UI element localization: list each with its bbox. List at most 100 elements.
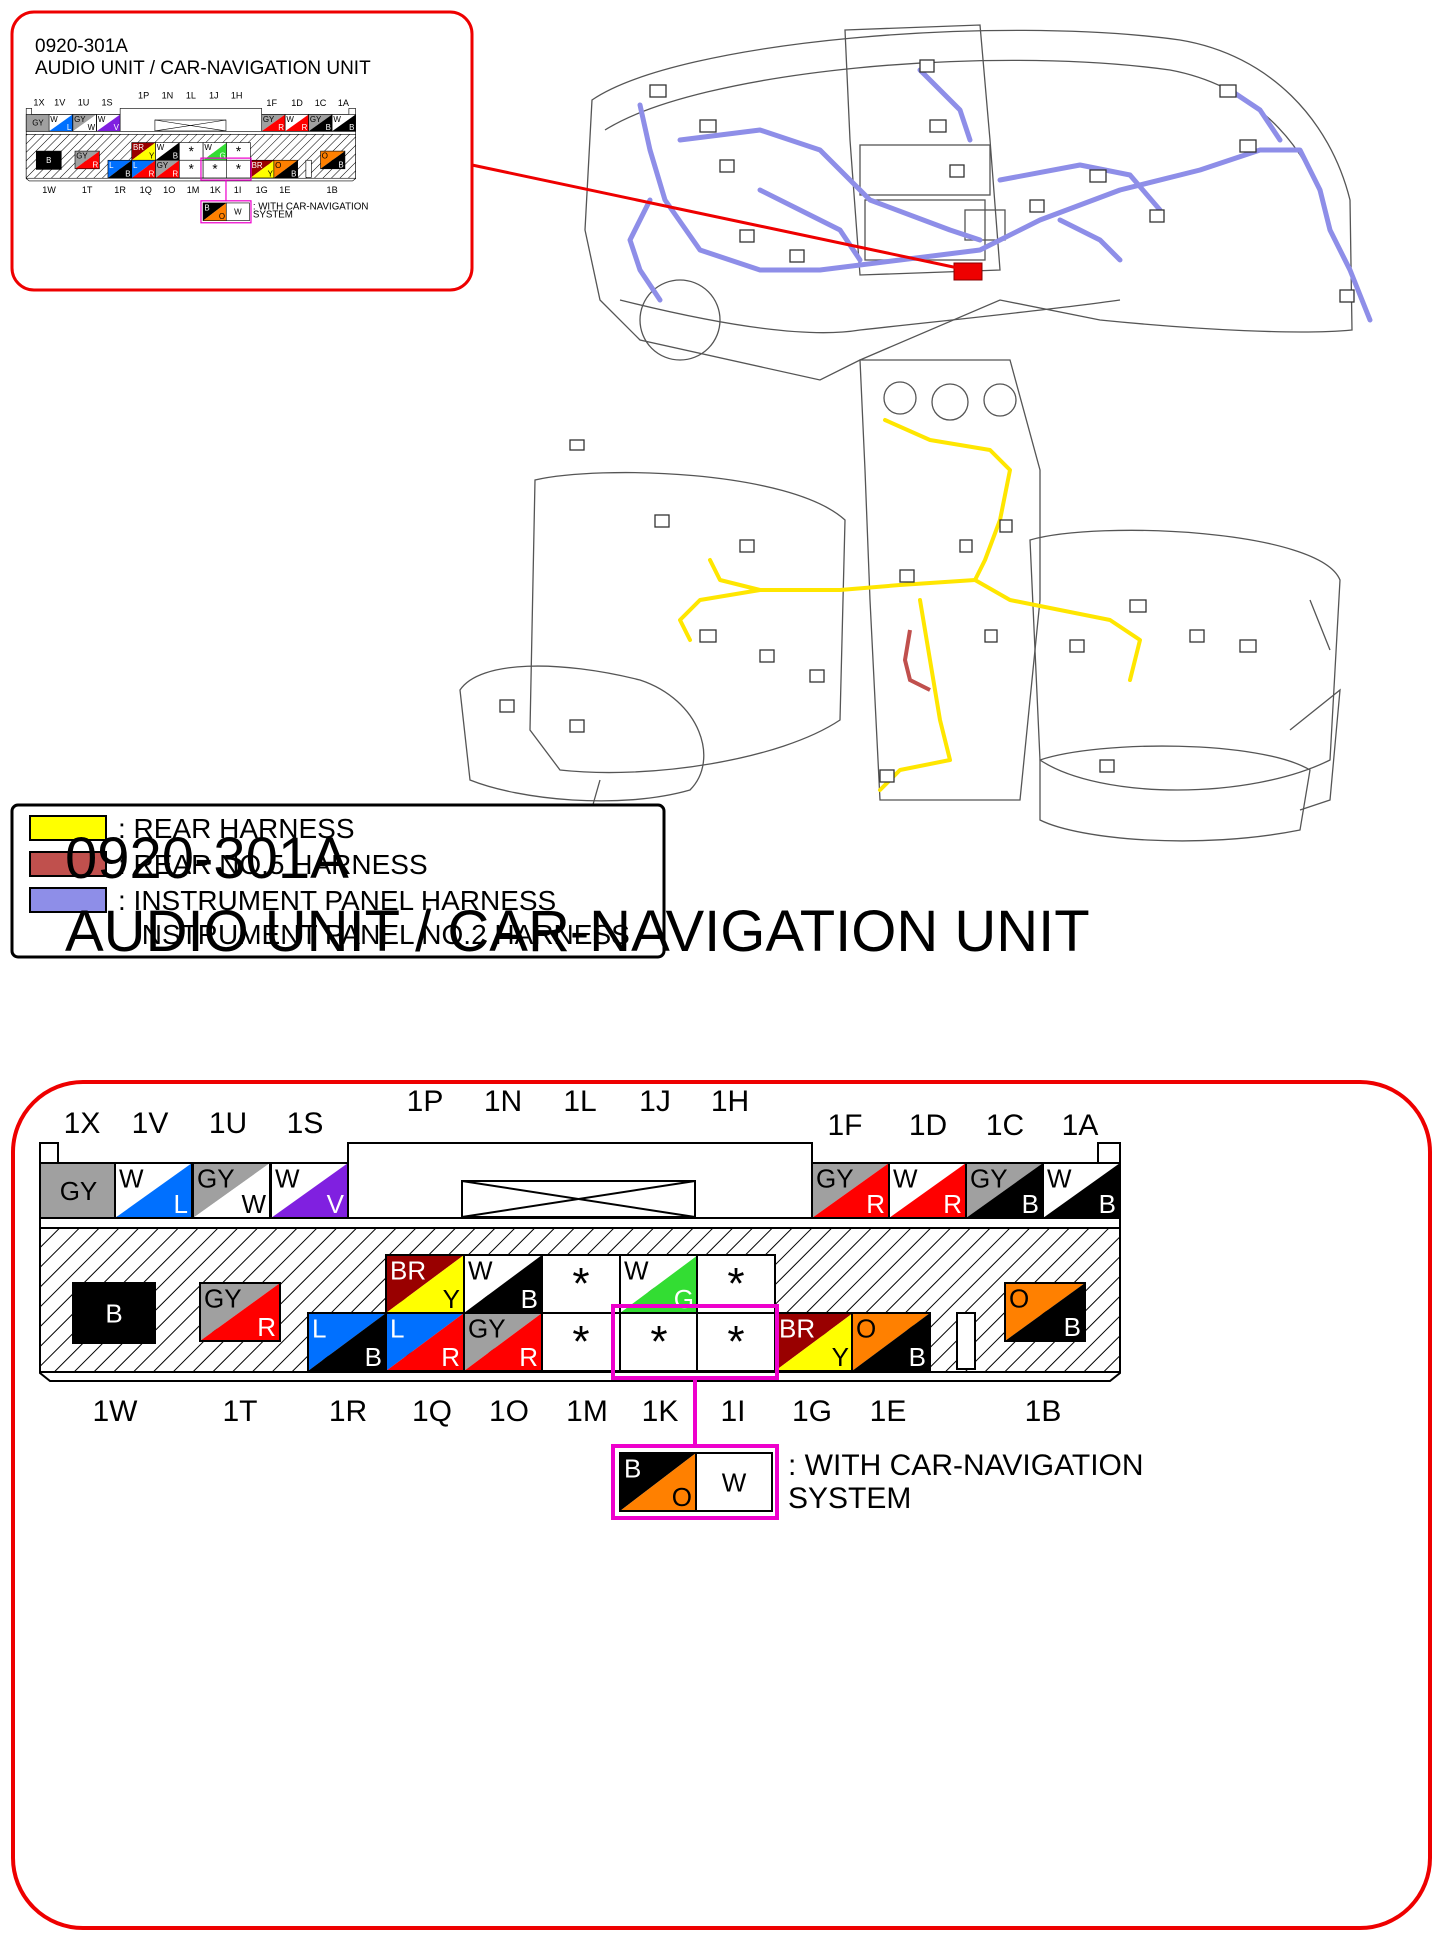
- pin-label-top-1l: 1L: [186, 91, 196, 101]
- connector-name-small: AUDIO UNIT / CAR-NAVIGATION UNIT: [35, 58, 371, 79]
- pin-1o: GYR: [463, 1312, 543, 1372]
- pin-label-top-1c: 1C: [986, 1109, 1024, 1142]
- pin-main-color: W: [893, 1164, 918, 1194]
- pin-1k: *: [202, 159, 228, 179]
- pin-label-bottom-1q: 1Q: [412, 1395, 452, 1428]
- pin-stripe-color: B: [173, 152, 178, 161]
- pin-1w: B: [72, 1282, 156, 1344]
- pin-label-top-1a: 1A: [1062, 1109, 1099, 1142]
- pin-1f: GYR: [261, 114, 286, 132]
- pin-1q: LR: [385, 1312, 465, 1372]
- pin-1d: WR: [888, 1162, 967, 1219]
- pin-1r: LB: [307, 1312, 387, 1372]
- pin-main-color: B: [624, 1454, 641, 1484]
- pin-stripe-color: V: [114, 123, 120, 132]
- pin-asterisk: *: [727, 1259, 744, 1308]
- pin-label-bottom-1r: 1R: [329, 1395, 367, 1428]
- pin-main-color: GY: [197, 1164, 235, 1194]
- pin-label-top-1s: 1S: [287, 1107, 324, 1140]
- pin-main-color: W: [204, 143, 212, 152]
- pin-stripe-color: R: [92, 160, 98, 169]
- pin-label-top-1c: 1C: [315, 98, 327, 108]
- pin-1u: GYW: [72, 114, 97, 132]
- legend-label: INSTRUMENT PANEL NO.2 HARNESS: [134, 919, 630, 950]
- instrument-panel-harness-wiring: [627, 67, 1373, 323]
- pin-1g: BRY: [250, 159, 275, 178]
- pin-1b: OB: [1004, 1282, 1086, 1342]
- pin-asterisk: *: [212, 161, 218, 176]
- pin-stripe-color: R: [302, 123, 308, 132]
- pin-stripe-color: O: [672, 1482, 692, 1512]
- legend-label: : REAR HARNESS: [118, 813, 355, 844]
- legend-swatch: [29, 815, 107, 841]
- pin-1i: *: [226, 159, 251, 179]
- pin-upper-row-0: BRY: [131, 142, 156, 161]
- pin-label-top-1j: 1J: [209, 91, 219, 101]
- pin-asterisk: *: [727, 1317, 744, 1366]
- pin-main-color: W: [50, 115, 58, 124]
- pin-main-color: W: [275, 1164, 300, 1194]
- pin-1b: OB: [320, 150, 346, 169]
- pin-stripe-color: G: [674, 1284, 694, 1314]
- pin-label-top-1j: 1J: [639, 1085, 671, 1118]
- pin-label-top-1s: 1S: [101, 97, 112, 107]
- pin-label-bottom-1g: 1G: [792, 1395, 832, 1428]
- pin-stripe-color: B: [326, 123, 331, 132]
- pin-stripe-color: B: [521, 1284, 538, 1314]
- pin-label-bottom-1g: 1G: [256, 185, 268, 195]
- pin-label-top-1x: 1X: [33, 97, 44, 107]
- pin-stripe-color: R: [257, 1312, 276, 1342]
- pin-label-top-1n: 1N: [484, 1085, 522, 1118]
- pin-main-color: L: [312, 1314, 326, 1344]
- pin-1f: GYR: [811, 1162, 890, 1219]
- pin-label-bottom-1w: 1W: [42, 185, 56, 195]
- pin-color-code: W: [234, 208, 242, 217]
- pin-stripe-color: B: [1099, 1189, 1116, 1219]
- nav-pin-b-o: BO: [202, 202, 227, 221]
- pin-1o: GYR: [155, 159, 180, 178]
- pin-stripe-color: G: [219, 152, 225, 161]
- pin-label-top-1f: 1F: [266, 98, 277, 108]
- pin-label-top-1h: 1H: [711, 1085, 749, 1118]
- pin-stripe-color: L: [174, 1189, 188, 1219]
- pin-main-color: BR: [390, 1256, 426, 1286]
- pin-1e: OB: [273, 159, 298, 178]
- pin-label-top-1n: 1N: [162, 91, 174, 101]
- legend-label: : REAR NO.5 HARNESS: [118, 849, 428, 880]
- pin-stripe-color: V: [327, 1189, 345, 1219]
- pin-label-top-1v: 1V: [132, 1107, 169, 1140]
- pin-color-code: B: [46, 156, 51, 165]
- pin-stripe-color: B: [1064, 1312, 1081, 1342]
- connector-code-small: 0920-301A: [35, 36, 128, 57]
- pin-1a: WB: [1042, 1162, 1121, 1219]
- pin-label-top-1h: 1H: [231, 91, 243, 101]
- pin-label-bottom-1w: 1W: [93, 1395, 139, 1428]
- pin-stripe-color: L: [67, 123, 72, 132]
- pin-main-color: O: [322, 152, 328, 161]
- pin-color-code: GY: [32, 119, 44, 128]
- pin-stripe-color: R: [943, 1189, 962, 1219]
- pin-label-bottom-1i: 1I: [234, 185, 242, 195]
- connector-name: AUDIO UNIT / CAR-NAVIGATION UNIT: [65, 899, 1090, 964]
- nav-pin-w: W: [225, 202, 250, 221]
- legend-swatch: [29, 851, 107, 877]
- pin-main-color: GY: [157, 161, 169, 170]
- pin-main-color: O: [1009, 1284, 1029, 1314]
- pin-asterisk: *: [572, 1259, 589, 1308]
- pin-upper-row-4: *: [226, 142, 251, 161]
- nav-pin-b-o: BO: [619, 1452, 697, 1512]
- pin-label-bottom-1k: 1K: [210, 185, 221, 195]
- pin-label-top-1u: 1U: [209, 1107, 247, 1140]
- pin-label-bottom-1b: 1B: [1025, 1395, 1062, 1428]
- pin-1m: *: [179, 159, 204, 179]
- harness-legend: : REAR HARNESS: REAR NO.5 HARNESS: INSTR…: [10, 803, 666, 959]
- pin-label-bottom-1m: 1M: [187, 185, 200, 195]
- pin-stripe-color: O: [219, 212, 225, 221]
- pin-stripe-color: R: [441, 1342, 460, 1372]
- pin-1v: WL: [48, 114, 73, 132]
- vehicle-interior-drawing: [459, 24, 1353, 851]
- pin-label-bottom-1m: 1M: [566, 1395, 608, 1428]
